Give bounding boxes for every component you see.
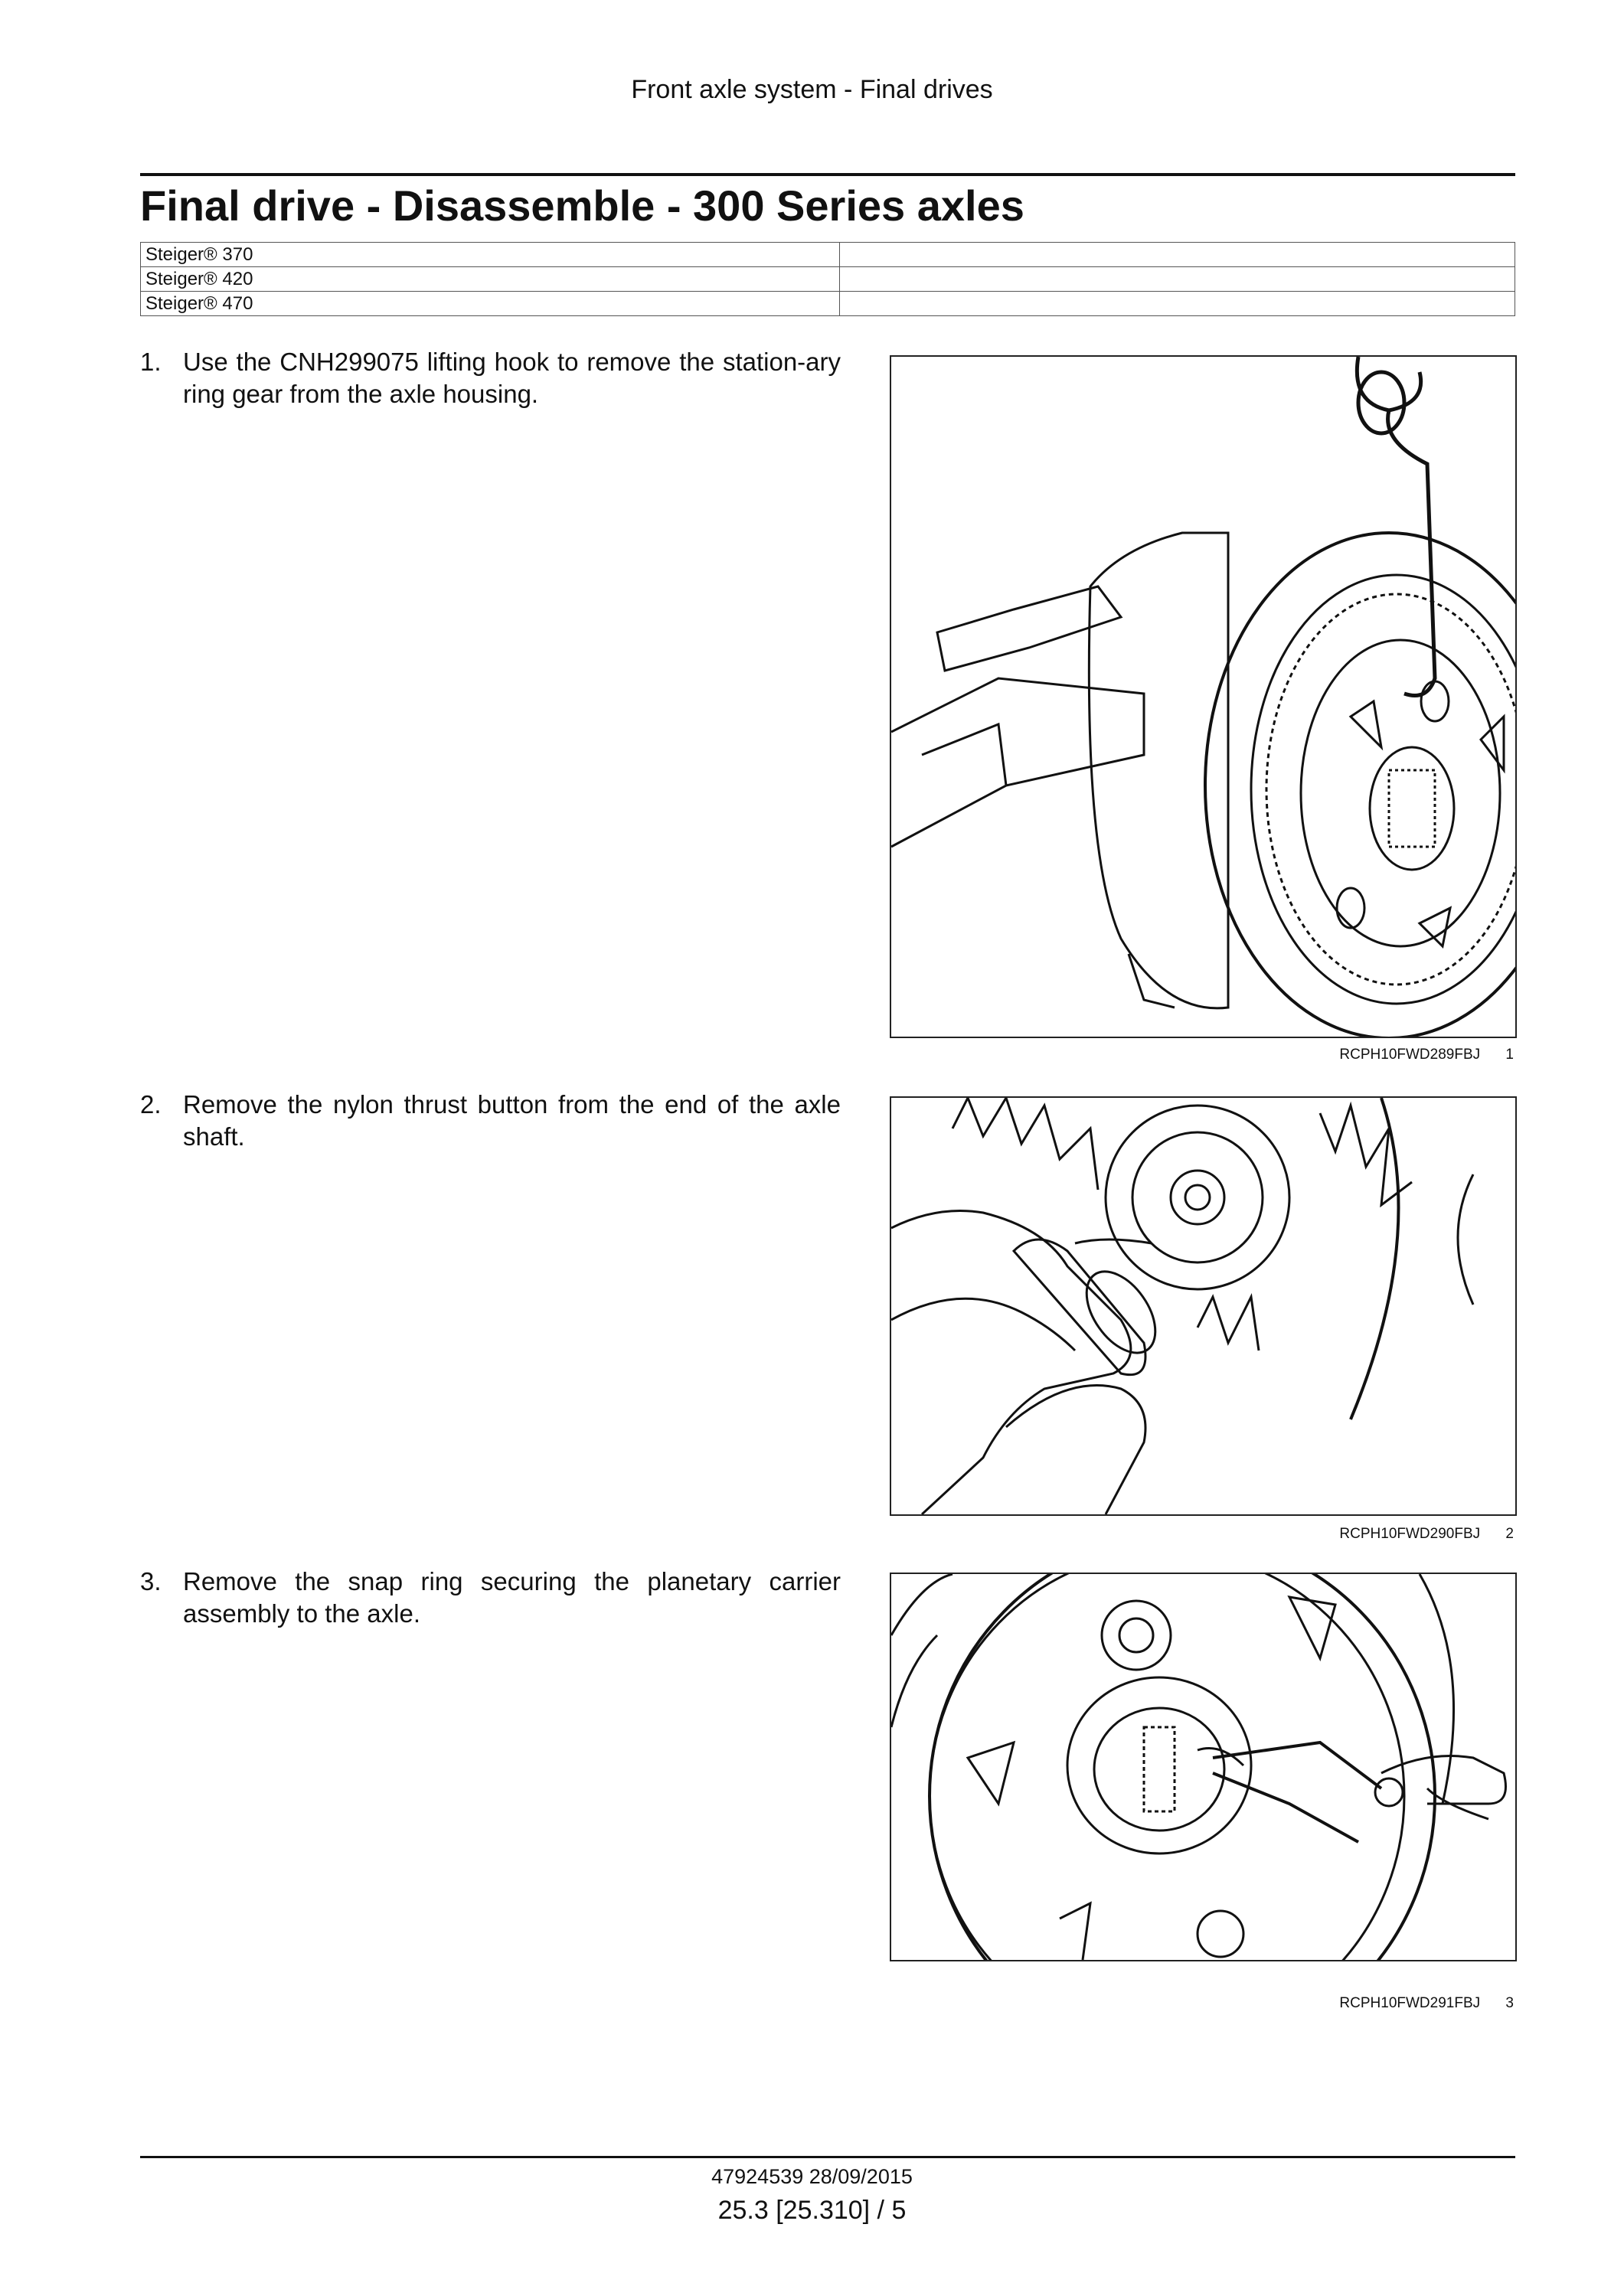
page-title: Final drive - Disassemble - 300 Series a… (140, 181, 1024, 230)
footer-doc-date: 47924539 28/09/2015 (711, 2165, 913, 2188)
model-cell: Steiger® 420 (140, 266, 840, 292)
step-text: Remove the snap ring securing the planet… (183, 1567, 841, 1628)
header-rule (140, 173, 1515, 176)
empty-cell (839, 291, 1515, 316)
figure-number: 1 (1505, 1047, 1514, 1063)
figure-number: 2 (1505, 1526, 1514, 1542)
figure-caption: RCPH10FWD289FBJ 1 (890, 1047, 1514, 1063)
empty-cell (839, 266, 1515, 292)
model-cell: Steiger® 470 (140, 291, 840, 316)
step-1: 1. Use the CNH299075 lifting hook to rem… (140, 346, 841, 410)
step-3: 3. Remove the snap ring securing the pla… (140, 1566, 841, 1630)
table-row: Steiger® 370 (140, 242, 1515, 267)
figure-1-lifting-hook-ring-gear (890, 355, 1517, 1038)
step-number: 3. (140, 1567, 162, 1595)
footer-page-ref: 25.3 [25.310] / 5 (717, 2196, 907, 2225)
running-header: Front axle system - Final drives (631, 75, 993, 104)
model-cell: Steiger® 370 (140, 242, 840, 267)
empty-cell (839, 242, 1515, 267)
table-row: Steiger® 420 (140, 266, 1515, 292)
step-number: 1. (140, 348, 162, 376)
step-text: Remove the nylon thrust button from the … (183, 1090, 841, 1151)
figure-code: RCPH10FWD290FBJ (1339, 1526, 1481, 1542)
figure-code: RCPH10FWD291FBJ (1339, 1995, 1481, 2011)
figure-3-snap-ring (890, 1573, 1517, 1961)
figure-code: RCPH10FWD289FBJ (1339, 1047, 1481, 1063)
figure-caption: RCPH10FWD290FBJ 2 (890, 1526, 1514, 1543)
models-table: Steiger® 370 Steiger® 420 Steiger® 470 (140, 242, 1515, 316)
figure-number: 3 (1505, 1995, 1514, 2011)
figure-caption: RCPH10FWD291FBJ 3 (890, 1995, 1514, 2012)
table-row: Steiger® 470 (140, 291, 1515, 316)
step-number: 2. (140, 1090, 162, 1119)
footer-rule (140, 2156, 1515, 2158)
step-2: 2. Remove the nylon thrust button from t… (140, 1089, 841, 1153)
figure-2-thrust-button (890, 1096, 1517, 1516)
step-text: Use the CNH299075 lifting hook to remove… (183, 348, 841, 408)
